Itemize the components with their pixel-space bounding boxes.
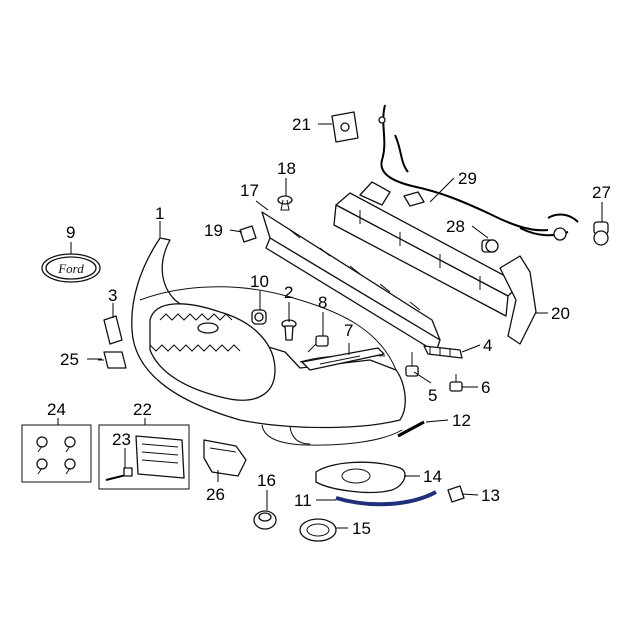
callout-7: 7: [344, 321, 353, 340]
clip-19[interactable]: [239, 225, 257, 243]
bolt-8[interactable]: [307, 335, 329, 353]
fog-lamp-bezel-14[interactable]: [315, 461, 406, 494]
callout-13: 13: [481, 486, 500, 505]
bracket-4[interactable]: [423, 345, 463, 359]
callout-6: 6: [481, 378, 490, 397]
trim-3[interactable]: [103, 315, 123, 345]
callout-15: 15: [352, 519, 371, 538]
park-sensor-27[interactable]: [593, 221, 609, 246]
callout-28: 28: [446, 217, 465, 236]
callout-21: 21: [292, 115, 311, 134]
bolt-6[interactable]: [449, 374, 463, 392]
callout-25: 25: [60, 350, 79, 369]
callout-labels: 1 2 3 4 5 6 7 8 9 10 11 12 13 14 15 16 1…: [47, 115, 611, 538]
park-sensor-28[interactable]: [481, 239, 499, 253]
nut-10[interactable]: [251, 309, 267, 325]
pin-12[interactable]: [397, 420, 425, 438]
callout-11: 11: [294, 491, 312, 510]
callout-4: 4: [483, 336, 492, 355]
callout-16: 16: [257, 471, 276, 490]
clip-13[interactable]: [447, 485, 465, 503]
callout-29: 29: [458, 169, 477, 188]
bracket-25[interactable]: [98, 351, 127, 369]
bolt-5[interactable]: [405, 352, 419, 377]
callout-8: 8: [318, 293, 327, 312]
push-pin-2[interactable]: [281, 319, 297, 341]
leader-lines: [57, 123, 603, 529]
callout-1: 1: [155, 204, 164, 223]
callout-12: 12: [452, 411, 471, 430]
callout-3: 3: [108, 286, 117, 305]
wiring-harness[interactable]: [378, 104, 579, 241]
bumper-cover[interactable]: [131, 237, 406, 446]
bracket-21[interactable]: [331, 111, 359, 143]
callout-23: 23: [112, 430, 131, 449]
callout-5: 5: [428, 386, 437, 405]
nut-16[interactable]: [253, 510, 277, 530]
callout-24: 24: [47, 400, 66, 419]
callout-2: 2: [284, 283, 293, 302]
bracket-7[interactable]: [301, 347, 385, 371]
upper-energy-absorber[interactable]: [261, 211, 441, 353]
callout-17: 17: [240, 181, 259, 200]
license-bracket-kit-22[interactable]: [98, 424, 190, 490]
callout-14: 14: [423, 467, 442, 486]
push-pin-18[interactable]: [277, 195, 293, 211]
callout-19: 19: [204, 221, 223, 240]
ford-emblem[interactable]: Ford: [41, 253, 101, 283]
callout-18: 18: [277, 159, 296, 178]
callout-26: 26: [206, 485, 225, 504]
svg-text:Ford: Ford: [57, 261, 84, 276]
molding-strip-11[interactable]: [335, 490, 437, 507]
callout-22: 22: [133, 400, 152, 419]
hardware-kit-24[interactable]: [21, 424, 92, 483]
callout-9: 9: [66, 223, 75, 242]
reinforcement-beam[interactable]: [333, 181, 537, 345]
callout-20: 20: [551, 304, 570, 323]
bracket-26[interactable]: [203, 439, 247, 477]
callout-10: 10: [250, 272, 269, 291]
fog-lamp-ring-15[interactable]: [299, 518, 337, 542]
callout-27: 27: [592, 183, 611, 202]
